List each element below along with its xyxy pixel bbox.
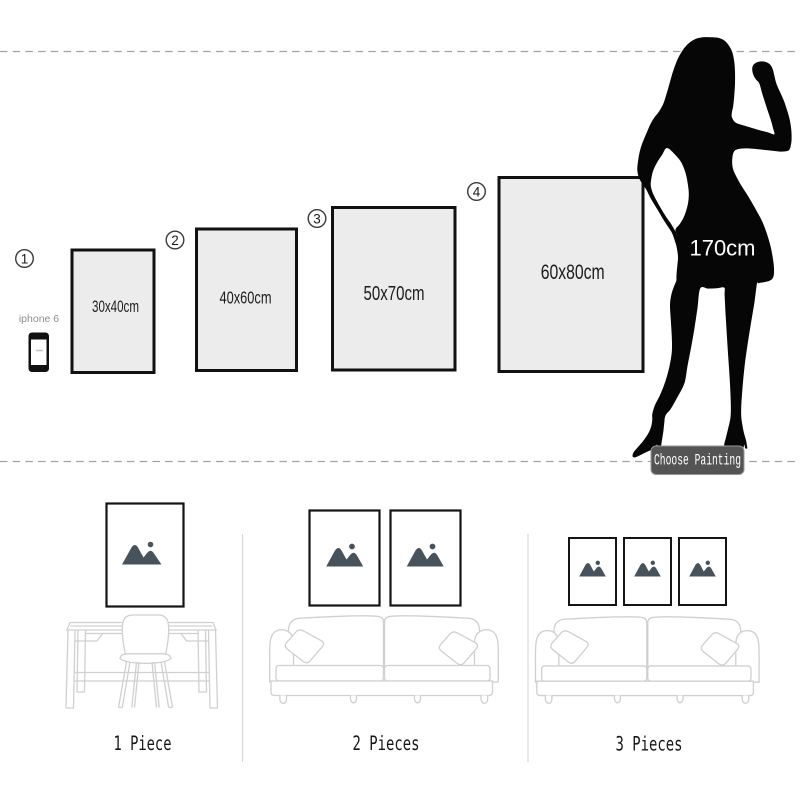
svg-text:60x80cm: 60x80cm [541,260,605,284]
svg-text:1: 1 [21,251,29,266]
svg-text:2 Pieces: 2 Pieces [353,731,420,754]
svg-text:iphone 6: iphone 6 [19,313,59,325]
svg-text:170cm: 170cm [689,236,755,261]
svg-text:3 Pieces: 3 Pieces [616,732,683,755]
svg-text:30x40cm: 30x40cm [92,298,139,316]
svg-text:1 Piece: 1 Piece [114,731,172,754]
svg-text:50x70cm: 50x70cm [364,283,425,305]
svg-text:2: 2 [171,233,179,248]
svg-text:Choose Painting: Choose Painting [654,452,741,470]
svg-text:4: 4 [473,184,481,199]
svg-text:40x60cm: 40x60cm [220,288,272,308]
svg-text:3: 3 [313,211,321,226]
